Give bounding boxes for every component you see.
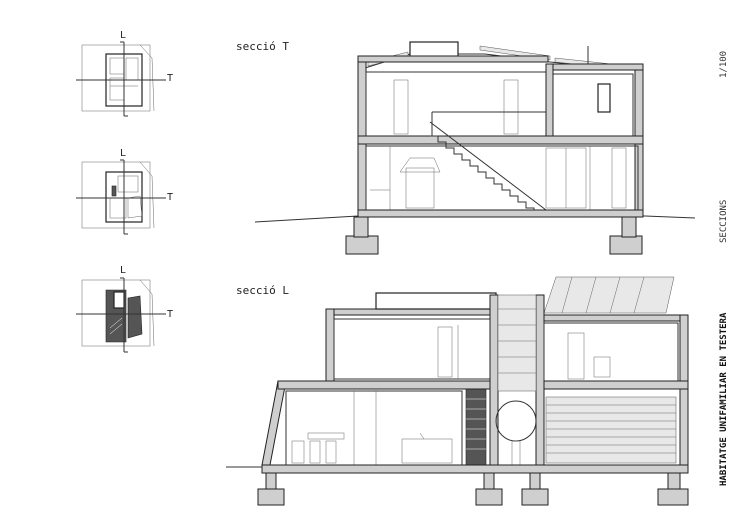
key-plan-3-label-t: T <box>167 309 174 320</box>
sheet-title: SECCIONS <box>719 199 729 243</box>
project-title: HABITATGE UNIFAMILIAR EN TESTERA <box>719 312 729 486</box>
key-plan-2-label-t: T <box>167 192 174 203</box>
section-t-drawing <box>254 41 696 255</box>
key-plan-2 <box>76 159 166 235</box>
section-l-drawing <box>226 276 689 506</box>
key-plan-1-label-l: L <box>120 30 127 41</box>
section-l-title: secció L <box>236 284 289 297</box>
key-plan-1-label-t: T <box>167 73 174 84</box>
key-plan-1 <box>76 41 166 117</box>
key-plan-2-label-l: L <box>120 148 127 159</box>
section-t-title: secció T <box>236 40 289 53</box>
scale-label: 1/100 <box>719 50 729 78</box>
key-plan-3-label-l: L <box>120 265 127 276</box>
key-plan-3 <box>76 277 166 353</box>
